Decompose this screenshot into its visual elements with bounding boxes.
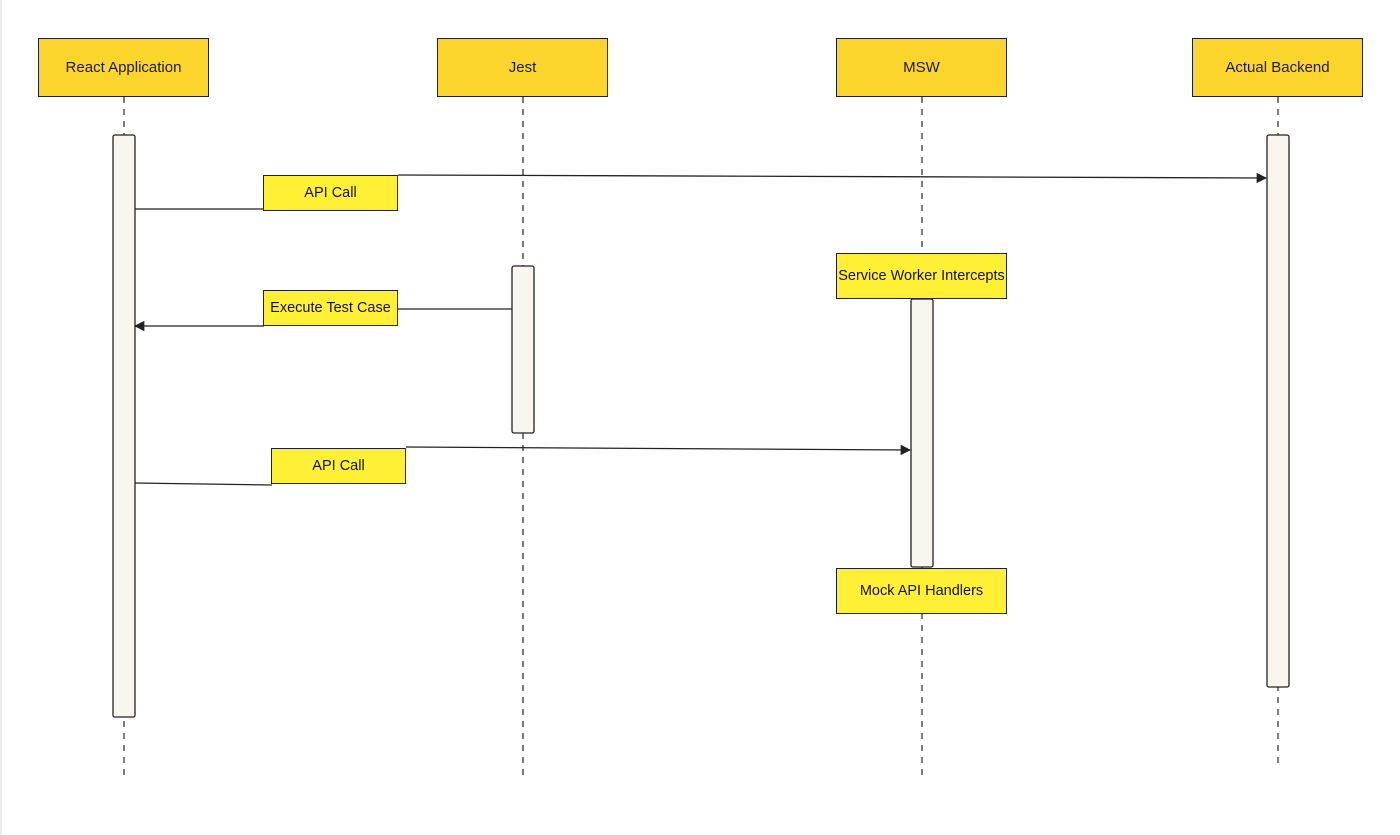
activation-backend [1266,134,1290,688]
note-mock-api-handlers: Mock API Handlers [836,568,1007,614]
activation-msw [910,298,934,568]
participant-react-application: React Application [38,38,209,97]
message-label-api-call-backend: API Call [263,175,398,211]
activation-jest [511,265,535,434]
participant-jest: Jest [437,38,608,97]
participant-msw: MSW [836,38,1007,97]
message-arrow-3 [405,444,912,456]
participant-actual-backend: Actual Backend [1192,38,1363,97]
message-arrow-1 [397,172,1268,184]
message-label-api-call-msw: API Call [271,448,406,484]
activation-react [112,134,136,718]
message-line-3a [134,482,273,486]
canvas-edge [0,0,2,835]
message-label-execute-test-case: Execute Test Case [263,290,398,326]
note-service-worker-intercepts: Service Worker Intercepts [836,253,1007,299]
